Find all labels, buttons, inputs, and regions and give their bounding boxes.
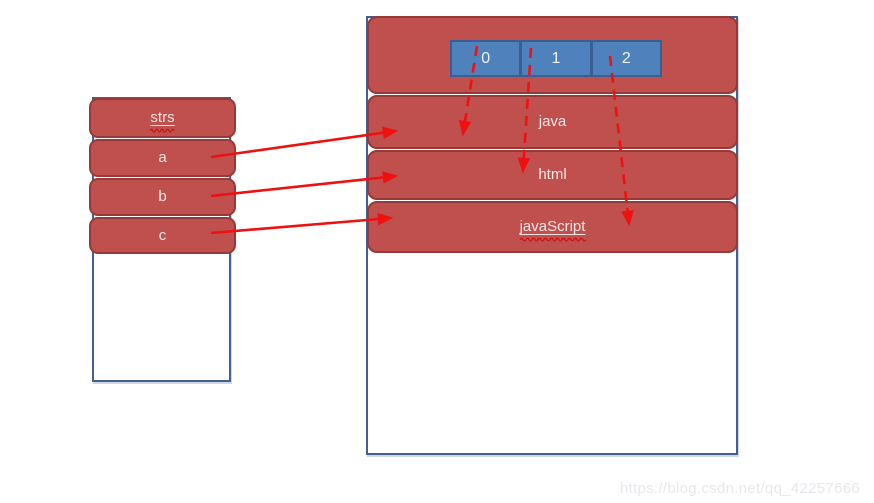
left-row-c-label: c bbox=[158, 226, 167, 244]
left-row-a: a bbox=[89, 139, 236, 177]
index-cell-0: 0 bbox=[450, 40, 522, 77]
arrow-c-to-javascript bbox=[210, 212, 394, 235]
right-row-java-label: java bbox=[538, 113, 567, 131]
spellcheck-squiggle-icon bbox=[520, 237, 586, 241]
right-row-html: html bbox=[367, 150, 738, 200]
left-row-c: c bbox=[89, 217, 236, 254]
index-cells-row: 0 1 2 bbox=[450, 40, 662, 77]
right-row-javascript: javaScript bbox=[367, 201, 738, 253]
right-row-javascript-label: javaScript bbox=[520, 218, 586, 235]
left-row-b: b bbox=[89, 178, 236, 216]
right-row-html-label: html bbox=[538, 166, 567, 184]
csdn-watermark: https://blog.csdn.net/qq_42257666 bbox=[619, 480, 860, 497]
left-row-strs: strs bbox=[89, 98, 236, 138]
right-row-java: java bbox=[367, 95, 738, 149]
left-row-b-label: b bbox=[158, 188, 167, 206]
left-row-strs-label: strs bbox=[150, 109, 174, 126]
index-cell-1: 1 bbox=[520, 40, 592, 77]
index-cell-2: 2 bbox=[590, 40, 662, 77]
spellcheck-squiggle-icon bbox=[150, 128, 174, 132]
left-row-a-label: a bbox=[158, 149, 167, 167]
